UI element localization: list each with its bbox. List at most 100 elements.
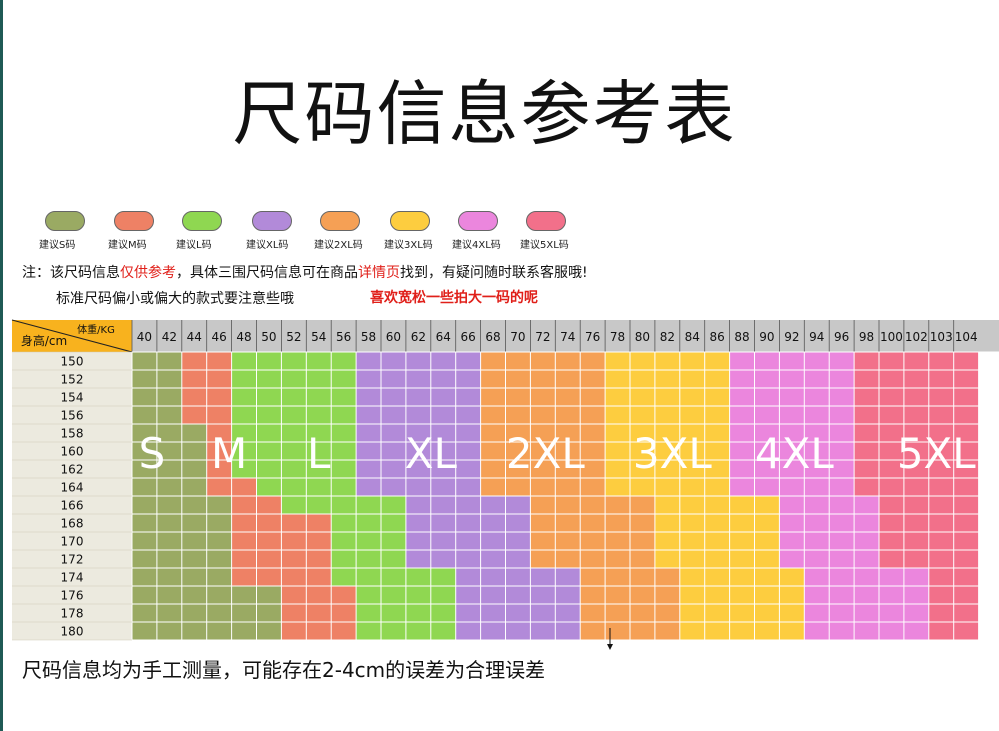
size-cell (555, 478, 581, 497)
size-cell (754, 478, 780, 497)
size-cell (381, 406, 407, 425)
size-cell (729, 442, 755, 461)
size-cell (331, 604, 357, 623)
size-cell (580, 388, 606, 407)
size-cell (455, 406, 481, 425)
size-cell (829, 532, 855, 551)
size-cell (928, 352, 954, 371)
size-cell (455, 388, 481, 407)
size-cell (206, 622, 232, 641)
size-region-label: 5XL (897, 429, 976, 478)
size-cell (804, 352, 830, 371)
size-cell (256, 622, 282, 641)
size-cell (903, 424, 929, 443)
size-cell (679, 352, 705, 371)
size-cell (953, 568, 979, 587)
size-cell (679, 532, 705, 551)
size-cell (580, 478, 606, 497)
size-note: 注：该尺码信息仅供参考，具体三围尺码信息可在商品详情页找到，有疑问随时联系客服哦… (22, 262, 588, 282)
size-cell (530, 568, 556, 587)
size-cell (854, 370, 880, 389)
page-title: 尺码信息参考表 (232, 73, 737, 155)
size-cell (430, 568, 456, 587)
size-cell (953, 532, 979, 551)
size-cell (281, 496, 307, 515)
size-cell (630, 514, 656, 533)
size-cell (779, 406, 805, 425)
size-region-label: L (307, 429, 331, 478)
size-cell (630, 442, 656, 461)
height-tick-label: 164 (61, 481, 84, 495)
weight-tick-label: 104 (955, 330, 978, 344)
size-cell (480, 478, 506, 497)
size-cell (854, 352, 880, 371)
size-cell (331, 568, 357, 587)
size-cell (405, 406, 431, 425)
height-tick-label: 150 (61, 355, 84, 369)
size-cell (381, 460, 407, 479)
size-cell (256, 460, 282, 479)
size-cell (555, 388, 581, 407)
size-cell (455, 604, 481, 623)
size-cell (829, 568, 855, 587)
size-cell (331, 514, 357, 533)
size-cell (580, 406, 606, 425)
size-cell (455, 496, 481, 515)
height-tick-label: 162 (61, 463, 84, 477)
size-cell (256, 550, 282, 569)
size-cell (530, 406, 556, 425)
size-cell (928, 586, 954, 605)
size-cell (281, 406, 307, 425)
size-cell (779, 478, 805, 497)
weight-tick-label: 62 (411, 330, 426, 344)
height-tick-label: 172 (61, 553, 84, 567)
size-cell (679, 460, 705, 479)
size-cell (829, 604, 855, 623)
size-cell (306, 460, 332, 479)
size-cell (505, 352, 531, 371)
weight-tick-label: 90 (759, 330, 774, 344)
size-cell (903, 370, 929, 389)
size-cell (356, 406, 382, 425)
size-cell (530, 604, 556, 623)
size-cell (580, 586, 606, 605)
size-cell (605, 622, 631, 641)
size-cell (181, 460, 207, 479)
size-cell (804, 388, 830, 407)
height-tick-label: 166 (61, 499, 84, 513)
size-cell (605, 532, 631, 551)
size-cell (903, 478, 929, 497)
size-cell (405, 352, 431, 371)
size-cell (879, 496, 905, 515)
size-cell (505, 622, 531, 641)
size-cell (580, 532, 606, 551)
size-cell (381, 424, 407, 443)
size-cell (530, 442, 556, 461)
size-cell (156, 496, 182, 515)
size-cell (953, 622, 979, 641)
size-cell (704, 568, 730, 587)
size-cell (356, 478, 382, 497)
size-cell (879, 442, 905, 461)
size-cell (430, 622, 456, 641)
size-cell (156, 568, 182, 587)
size-cell (530, 352, 556, 371)
size-cell (704, 478, 730, 497)
size-cell (555, 496, 581, 515)
size-cell (231, 370, 257, 389)
size-cell (405, 514, 431, 533)
corner-diagonal (11, 319, 133, 353)
size-cell (331, 442, 357, 461)
size-cell (903, 586, 929, 605)
size-cell (630, 478, 656, 497)
weight-tick-label: 82 (660, 330, 675, 344)
size-cell (430, 406, 456, 425)
size-cell (281, 586, 307, 605)
size-cell (306, 370, 332, 389)
size-cell (879, 622, 905, 641)
size-cell (779, 604, 805, 623)
size-cell (928, 370, 954, 389)
size-cell (206, 478, 232, 497)
height-tick-label: 180 (61, 625, 84, 639)
size-cell (455, 442, 481, 461)
